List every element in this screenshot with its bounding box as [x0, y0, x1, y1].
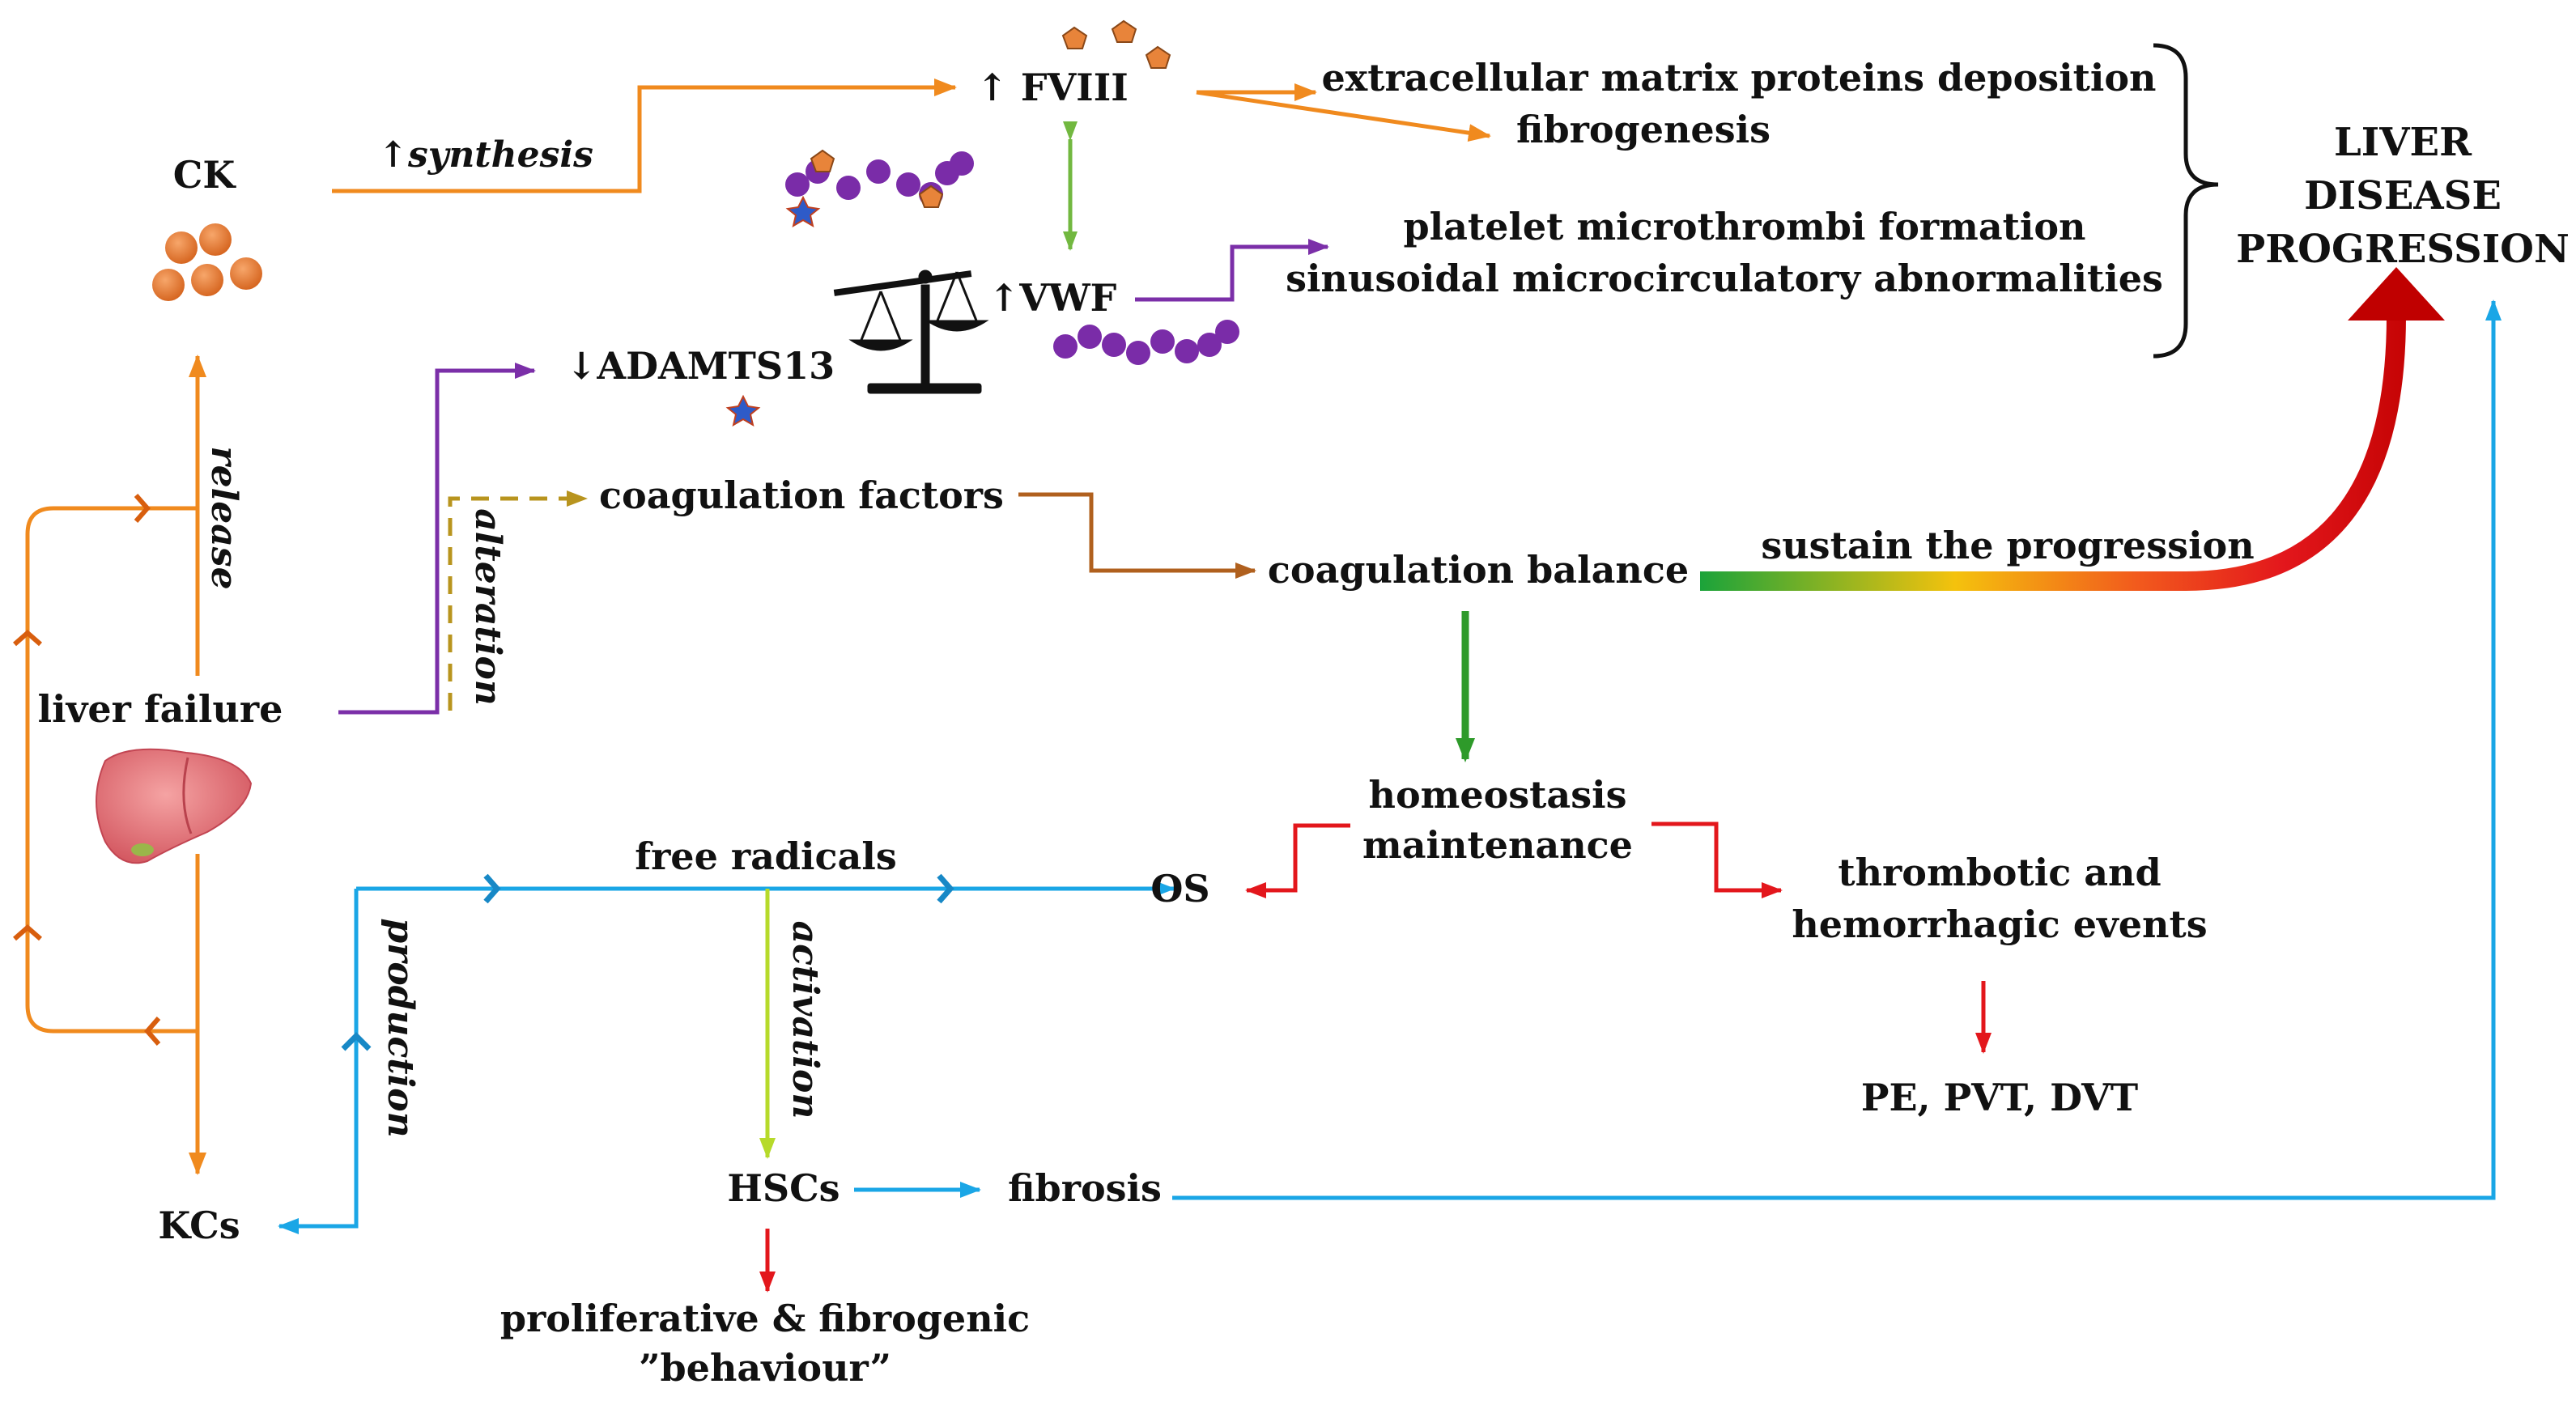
chevron-right-icon [937, 873, 954, 904]
orange-spheres-icon [152, 223, 262, 301]
coagulation-factors-label: coagulation factors [599, 473, 1004, 517]
thrombotic-label: thrombotic and [1838, 851, 2161, 894]
alteration-label: alteration [467, 508, 508, 706]
balance-scale-icon [833, 270, 989, 394]
ldp-line2: DISEASE [2304, 173, 2502, 219]
homeostasis-thrombotic-arrow [1651, 821, 1783, 898]
ldp-line3: PROGRESSION [2236, 227, 2570, 272]
vwf-platelet-arrow [1135, 239, 1329, 302]
fviii-vwf-complex-icon [785, 149, 974, 228]
hemorrhagic-label: hemorrhagic events [1792, 902, 2207, 946]
vwf-multimer-icon [1053, 320, 1239, 365]
maintenance-label: maintenance [1362, 823, 1633, 867]
purple-connectors [338, 239, 1329, 715]
fibrosis-progression-arrow [1172, 299, 2502, 1200]
vwf-label: ↑VWF [988, 276, 1117, 320]
synthesis-label: ↑synthesis [378, 134, 593, 176]
fibrosis-label: fibrosis [1008, 1166, 1162, 1210]
coagulation-balance-label: coagulation balance [1268, 548, 1689, 592]
adamts13-label: ↓ADAMTS13 [566, 344, 835, 388]
activation-label: activation [784, 921, 826, 1119]
kcs-label: KCs [158, 1204, 240, 1247]
orange-connectors [13, 79, 1491, 1175]
progression-arrowhead [2348, 267, 2445, 321]
os-label: OS [1150, 867, 1209, 911]
platelet-label: platelet microthrombi formation [1403, 205, 2085, 248]
chevron-up-icon [13, 630, 42, 647]
chevron-up-icon [341, 1032, 372, 1051]
blue-connectors [278, 299, 2502, 1234]
chevron-left-icon [144, 1017, 161, 1046]
hscs-label: HSCs [727, 1166, 840, 1210]
ecm-label: extracellular matrix proteins deposition [1322, 56, 2157, 100]
sinusoidal-label: sinusoidal microcirculatory abnormalitie… [1286, 257, 2163, 300]
ldp-line1: LIVER [2334, 120, 2472, 165]
homeostasis-label: homeostasis [1369, 773, 1627, 817]
fviii-label: ↑ FVIII [976, 66, 1128, 109]
coag-balance-arrow [1018, 492, 1256, 579]
progression-arrow [1700, 315, 2406, 591]
liver-icon [96, 748, 253, 864]
grouping-brace [2153, 43, 2219, 359]
ck-label: CK [173, 153, 237, 197]
red-connectors [759, 821, 1992, 1293]
chevron-up-icon [13, 924, 42, 941]
fviii-molecule-icon [1061, 19, 1171, 69]
alteration-arrow [448, 490, 588, 711]
fibrogenesis-label: fibrogenesis [1516, 108, 1770, 151]
synthesis-arrow [332, 79, 957, 193]
feedback-loop [25, 506, 198, 1034]
production-label: production [380, 918, 421, 1137]
free-radicals-label: free radicals [635, 834, 896, 878]
proliferative-label: proliferative & fibrogenic [500, 1297, 1030, 1340]
adamts13-arrow [338, 363, 536, 715]
liver-failure-label: liver failure [38, 687, 283, 731]
sustain-label: sustain the progression [1761, 524, 2254, 567]
fviii-fibrogenesis-arrow [1196, 90, 1491, 142]
adamts13-star-icon [725, 394, 761, 427]
release-label: release [203, 446, 244, 589]
pe-pvt-dvt-label: PE, PVT, DVT [1861, 1076, 2138, 1119]
behaviour-label: ”behaviour” [639, 1346, 891, 1390]
chevron-right-icon [134, 494, 151, 523]
homeostasis-os-arrow [1245, 823, 1350, 898]
chevron-right-icon [483, 873, 501, 904]
kc-production-arrow [278, 889, 359, 1234]
